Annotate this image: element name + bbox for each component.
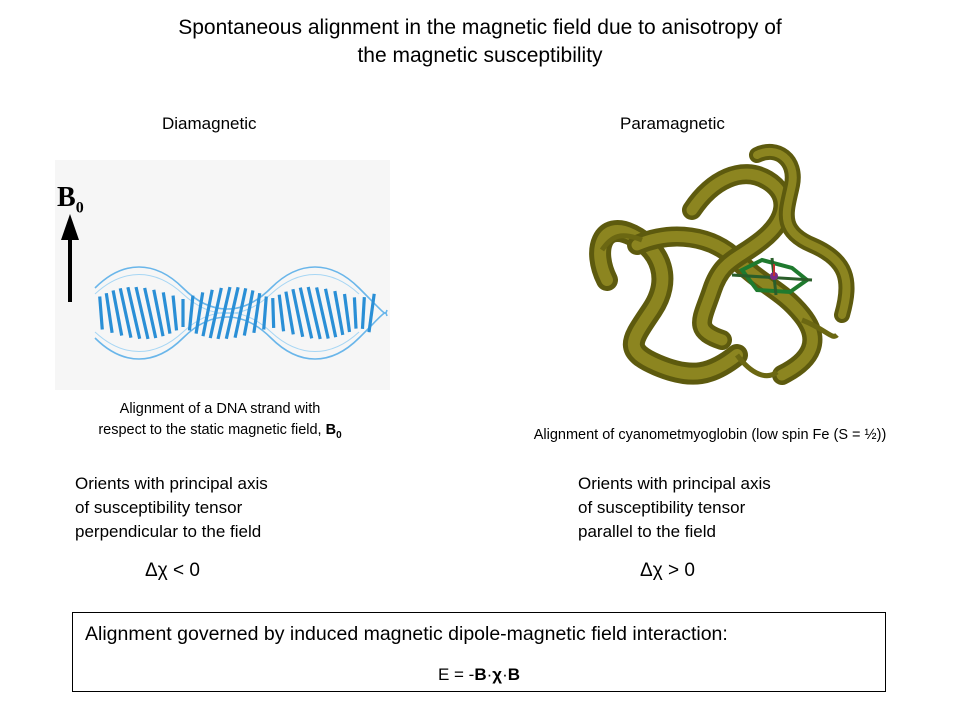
- dna-base-pair: [216, 286, 232, 340]
- dna-caption-sub: 0: [336, 429, 342, 441]
- dna-backbone-detail-1: [94, 274, 360, 314]
- dna-base-pair: [360, 297, 366, 329]
- helix-d-highlight: [753, 147, 851, 319]
- loop-2: [801, 317, 839, 339]
- dna-base-pairs: [98, 286, 376, 340]
- dna-orient-line-3: perpendicular to the field: [75, 522, 262, 541]
- dna-backbone-2: [94, 312, 388, 360]
- eq-chi: χ: [492, 665, 503, 684]
- dna-base-pair: [233, 288, 248, 338]
- helix-a-highlight: [594, 225, 743, 380]
- dna-base-pair: [277, 294, 286, 332]
- energy-equation: E = -B·χ·B: [73, 665, 885, 685]
- myoglobin-orientation-text: Orients with principal axis of susceptib…: [578, 472, 771, 544]
- dna-base-pair: [298, 287, 314, 339]
- dna-caption: Alignment of a DNA strand with respect t…: [55, 399, 385, 446]
- dna-base-pair: [367, 293, 376, 333]
- helix-b-highlight: [631, 231, 818, 381]
- dna-base-pair: [143, 287, 158, 339]
- dna-base-pair: [104, 292, 114, 334]
- dna-caption-prefix: respect to the static magnetic field,: [98, 422, 326, 438]
- helix-c-highlight: [686, 168, 789, 346]
- dna-backbone-detail-2: [94, 312, 360, 352]
- dna-figure-svg: [61, 214, 388, 360]
- paramagnetic-heading: Paramagnetic: [620, 114, 725, 133]
- dna-base-pair: [152, 289, 165, 337]
- dna-base-pair: [187, 295, 195, 331]
- interaction-box: Alignment governed by induced magnetic d…: [72, 612, 886, 692]
- myo-orient-line-3: parallel to the field: [578, 522, 716, 541]
- dna-figure: B0: [55, 160, 390, 390]
- dna-base-pair: [252, 292, 262, 334]
- dna-base-pair: [208, 287, 223, 339]
- dna-base-pair: [323, 288, 338, 338]
- myoglobin-figure-svg: [589, 143, 855, 385]
- myo-orient-line-2: of susceptibility tensor: [578, 498, 746, 517]
- eq-b-1: B: [474, 665, 487, 684]
- myoglobin-delta-chi: Δχ > 0: [640, 560, 695, 581]
- myoglobin-caption: Alignment of cyanometmyoglobin (low spin…: [533, 427, 887, 443]
- myo-orient-line-1: Orients with principal axis: [578, 474, 771, 493]
- dna-backbone-1: [94, 266, 388, 314]
- dna-base-pair: [284, 291, 295, 335]
- dna-delta-chi: Δχ < 0: [145, 560, 200, 581]
- title-line-2: the magnetic susceptibility: [357, 44, 603, 67]
- dna-orientation-text: Orients with principal axis of susceptib…: [75, 472, 268, 544]
- dna-orient-line-2: of susceptibility tensor: [75, 498, 243, 517]
- dna-base-pair: [111, 290, 124, 336]
- loop-3: [735, 353, 779, 379]
- dna-base-pair: [171, 295, 179, 331]
- dna-base-pair: [291, 288, 305, 338]
- dna-orient-line-1: Orients with principal axis: [75, 474, 268, 493]
- field-arrow-head: [61, 214, 79, 240]
- dna-base-pair: [118, 288, 133, 338]
- dna-base-pair: [134, 286, 150, 340]
- interaction-statement: Alignment governed by induced magnetic d…: [85, 623, 728, 645]
- dna-base-pair: [306, 286, 322, 340]
- loop-1: [599, 233, 643, 252]
- heme-group: [731, 257, 813, 296]
- dna-base-pair: [262, 296, 268, 330]
- dna-base-pair: [342, 293, 352, 333]
- protein-ribbon: [589, 143, 855, 385]
- dna-base-pair: [352, 297, 358, 329]
- dna-base-pair: [161, 292, 172, 334]
- dna-base-pair: [194, 292, 205, 334]
- dna-base-pair: [271, 298, 276, 328]
- dna-caption-line-2: respect to the static magnetic field, B0: [55, 420, 385, 446]
- title-line-1: Spontaneous alignment in the magnetic fi…: [178, 16, 782, 39]
- eq-dot-1: ·: [486, 665, 493, 684]
- dna-base-pair: [224, 286, 240, 340]
- slide-title: Spontaneous alignment in the magnetic fi…: [0, 14, 960, 70]
- field-label-b: B: [57, 182, 76, 213]
- dna-caption-b: B: [325, 422, 337, 438]
- dna-caption-line-1: Alignment of a DNA strand with: [119, 401, 321, 417]
- dna-base-pair: [201, 289, 214, 337]
- diamagnetic-heading: Diamagnetic: [162, 114, 257, 133]
- eq-dot-2: ·: [502, 665, 508, 684]
- eq-b-2: B: [507, 665, 521, 684]
- eq-prefix: E = -: [437, 665, 475, 684]
- dna-base-pair: [126, 286, 142, 340]
- dna-base-pair: [98, 296, 104, 330]
- field-label: B0: [57, 182, 84, 218]
- dna-base-pair: [333, 290, 345, 336]
- myoglobin-figure: [562, 140, 862, 390]
- dna-base-pair: [315, 287, 330, 339]
- field-label-sub: 0: [75, 199, 84, 217]
- dna-base-pair: [242, 290, 255, 336]
